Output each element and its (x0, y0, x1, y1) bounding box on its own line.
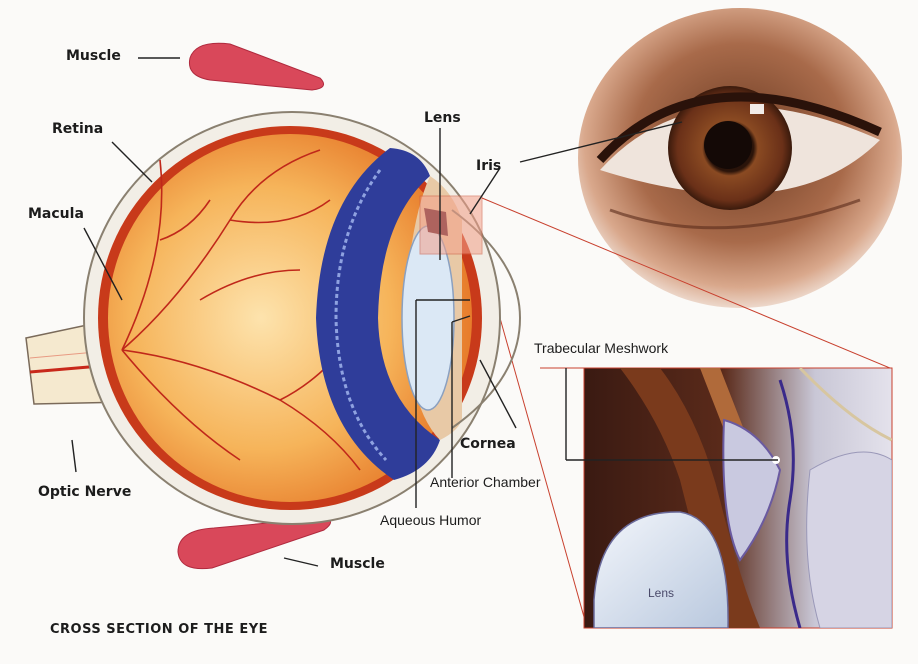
label-trabecular-meshwork: Trabecular Meshwork (534, 340, 668, 356)
label-iris: Iris (476, 158, 501, 174)
label-optic-nerve: Optic Nerve (38, 484, 131, 500)
label-aqueous-humor: Aqueous Humor (380, 512, 481, 528)
label-inset-lens: Lens (648, 586, 674, 600)
highlight-box (420, 196, 482, 254)
label-macula: Macula (28, 206, 84, 222)
label-retina: Retina (52, 121, 103, 137)
trabecular-inset (584, 368, 892, 628)
label-cornea: Cornea (460, 436, 516, 452)
eyeball (84, 112, 520, 524)
eye-photo (578, 8, 902, 308)
label-anterior-chamber: Anterior Chamber (430, 474, 541, 490)
muscle-bottom-shape (178, 518, 331, 569)
label-muscle-bottom: Muscle (330, 556, 385, 572)
label-muscle-top: Muscle (66, 48, 121, 64)
muscle-top-shape (189, 43, 323, 90)
label-lens: Lens (424, 110, 461, 126)
diagram-caption: CROSS SECTION OF THE EYE (50, 622, 268, 637)
